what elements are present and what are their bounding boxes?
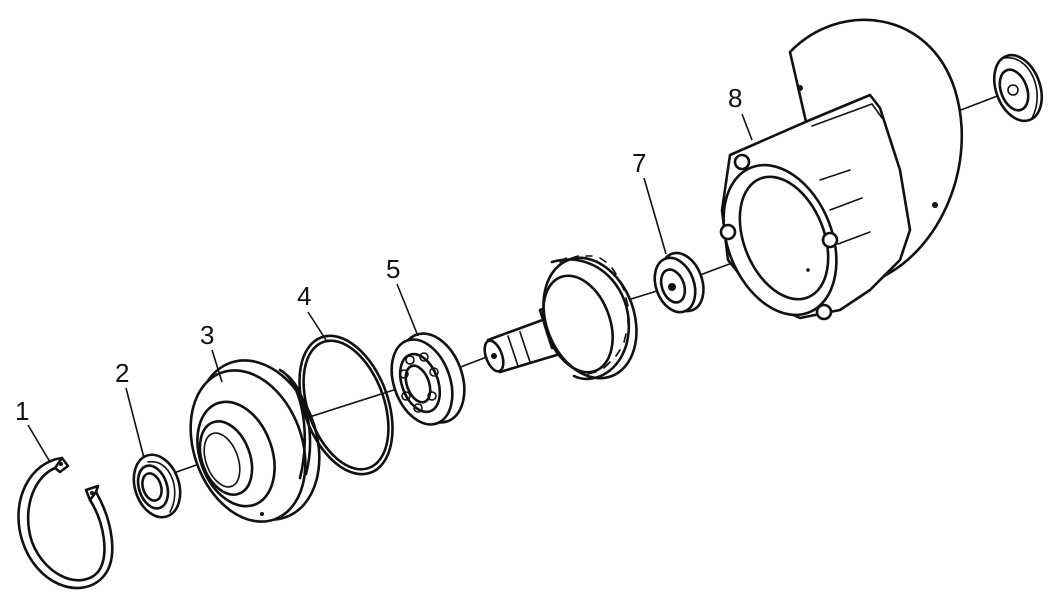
bearing-balls — [399, 352, 439, 413]
part-1-snap-ring — [17, 456, 114, 590]
callout-label-7: 7 — [632, 148, 646, 178]
callout-5: 5 — [386, 254, 419, 337]
part-6-gear-shaft — [483, 255, 638, 381]
end-seal — [992, 53, 1044, 123]
callout-label-8: 8 — [728, 83, 742, 113]
callout-label-5: 5 — [386, 254, 400, 284]
callout-label-1: 1 — [15, 396, 29, 426]
part-4-o-ring — [298, 334, 394, 476]
callout-3: 3 — [200, 320, 223, 383]
callout-1: 1 — [15, 396, 51, 463]
part-3-retainer — [189, 359, 321, 523]
callout-label-3: 3 — [200, 320, 214, 350]
part-7-bearing — [653, 251, 705, 314]
part-5-bearing — [390, 332, 466, 426]
part-8-housing — [719, 18, 964, 321]
callout-4: 4 — [297, 281, 327, 341]
callout-label-4: 4 — [297, 281, 311, 311]
callout-8: 8 — [728, 83, 753, 141]
callout-2: 2 — [115, 358, 145, 459]
callout-label-2: 2 — [115, 358, 129, 388]
callout-7: 7 — [632, 148, 667, 255]
part-2-seal — [132, 453, 182, 519]
